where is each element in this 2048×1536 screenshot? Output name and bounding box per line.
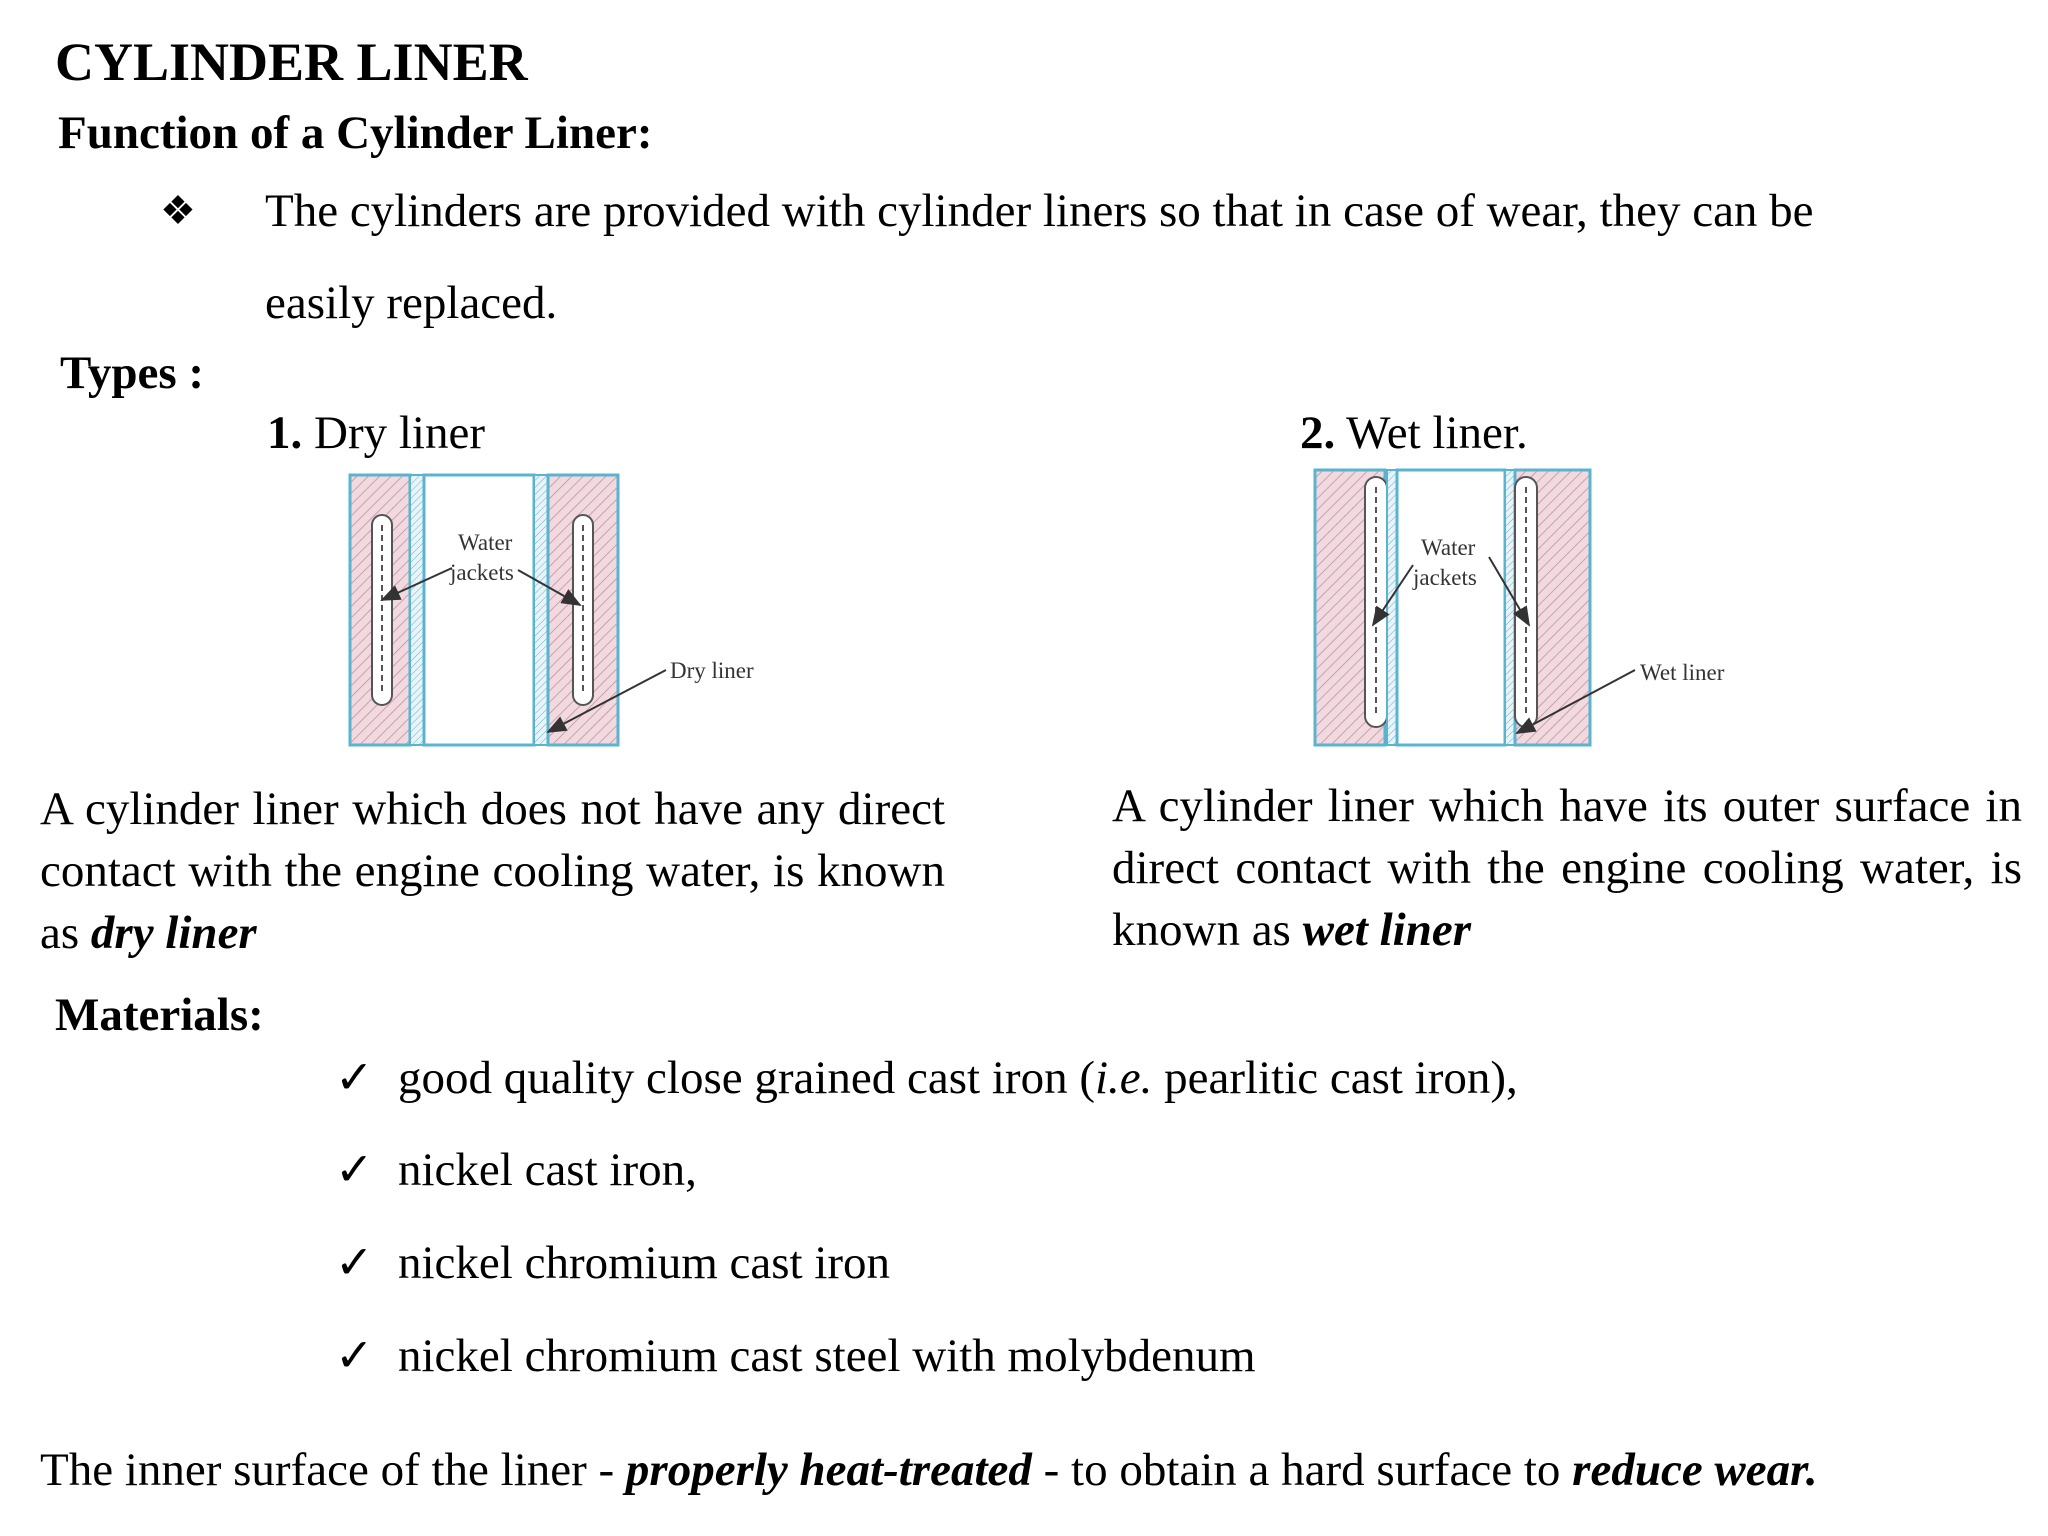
material-item-3: nickel chromium cast iron — [398, 1237, 891, 1289]
types-heading: Types : — [60, 347, 205, 399]
footer-emphasis-2: reduce wear. — [1572, 1444, 1818, 1496]
function-heading: Function of a Cylinder Liner: — [58, 107, 653, 159]
checkmark-icon: ✓ — [335, 1052, 374, 1103]
checkmark-icon: ✓ — [335, 1237, 374, 1288]
wet-liner-title: 2. Wet liner. — [1300, 405, 1528, 461]
materials-heading: Materials: — [55, 989, 264, 1041]
material-1-ie: i.e. — [1094, 1052, 1153, 1104]
wet-label-jackets: jackets — [1412, 565, 1477, 590]
wet-arrow-left-jacket — [1371, 564, 1414, 627]
wet-liner-diagram: Water jackets Wet liner — [1313, 468, 1725, 747]
function-bullet-text: The cylinders are provided with cylinder… — [265, 185, 1814, 237]
dry-bore — [422, 473, 536, 747]
page-title: CYLINDER LINER — [55, 32, 528, 92]
footer-text-1: The inner surface of the liner - — [40, 1444, 626, 1496]
wet-bore — [1395, 468, 1507, 747]
checkmark-icon: ✓ — [335, 1144, 374, 1195]
diamond-bullet-icon: ❖ — [160, 188, 196, 233]
footer-statement: The inner surface of the liner - properl… — [40, 1442, 1818, 1498]
dry-label-liner: Dry liner — [670, 658, 754, 683]
material-1-text-end: pearlitic cast iron), — [1152, 1052, 1518, 1104]
checkmark-icon: ✓ — [335, 1330, 374, 1381]
dry-label-water: Water — [458, 530, 513, 555]
dry-arrow-left-jacket — [380, 567, 453, 601]
dry-liner-diagram: Water jackets Dry liner — [348, 473, 754, 747]
material-item-4: nickel chromium cast steel with molybden… — [398, 1330, 1256, 1382]
dry-liner-number: 1. — [267, 407, 303, 459]
wet-arrow-right-jacket — [1488, 556, 1531, 627]
dry-label-jackets: jackets — [449, 560, 514, 585]
dry-liner-title: 1. Dry liner — [267, 405, 485, 461]
wet-desc-text: A cylinder liner which have its outer su… — [1112, 780, 2022, 956]
dry-liner-description: A cylinder liner which does not have any… — [40, 778, 945, 964]
dry-liner-name: Dry liner — [314, 407, 485, 459]
wet-liner-number: 2. — [1300, 407, 1336, 459]
wet-label-water: Water — [1421, 535, 1476, 560]
dry-arrow-liner — [546, 669, 667, 733]
dry-right-liner — [533, 474, 549, 746]
function-bullet-text-cont: easily replaced. — [265, 277, 558, 329]
wet-arrow-liner — [1515, 669, 1636, 734]
wet-liner-name: Wet liner. — [1346, 407, 1528, 459]
material-item-2: nickel cast iron, — [398, 1144, 697, 1196]
dry-desc-emphasis: dry liner — [90, 907, 257, 959]
dry-arrow-right-jacket — [517, 569, 582, 606]
footer-text-2: - to obtain a hard surface to — [1031, 1444, 1573, 1496]
material-item-1: good quality close grained cast iron (i.… — [398, 1050, 1518, 1106]
material-1-text: good quality close grained cast iron ( — [398, 1052, 1095, 1104]
dry-left-liner — [409, 474, 425, 746]
dry-desc-text: A cylinder liner which does not have any… — [40, 783, 945, 959]
wet-liner-description: A cylinder liner which have its outer su… — [1112, 775, 2022, 961]
footer-emphasis-1: properly heat-treated — [625, 1444, 1032, 1496]
wet-label-liner: Wet liner — [1640, 660, 1725, 685]
wet-desc-emphasis: wet liner — [1302, 904, 1472, 956]
